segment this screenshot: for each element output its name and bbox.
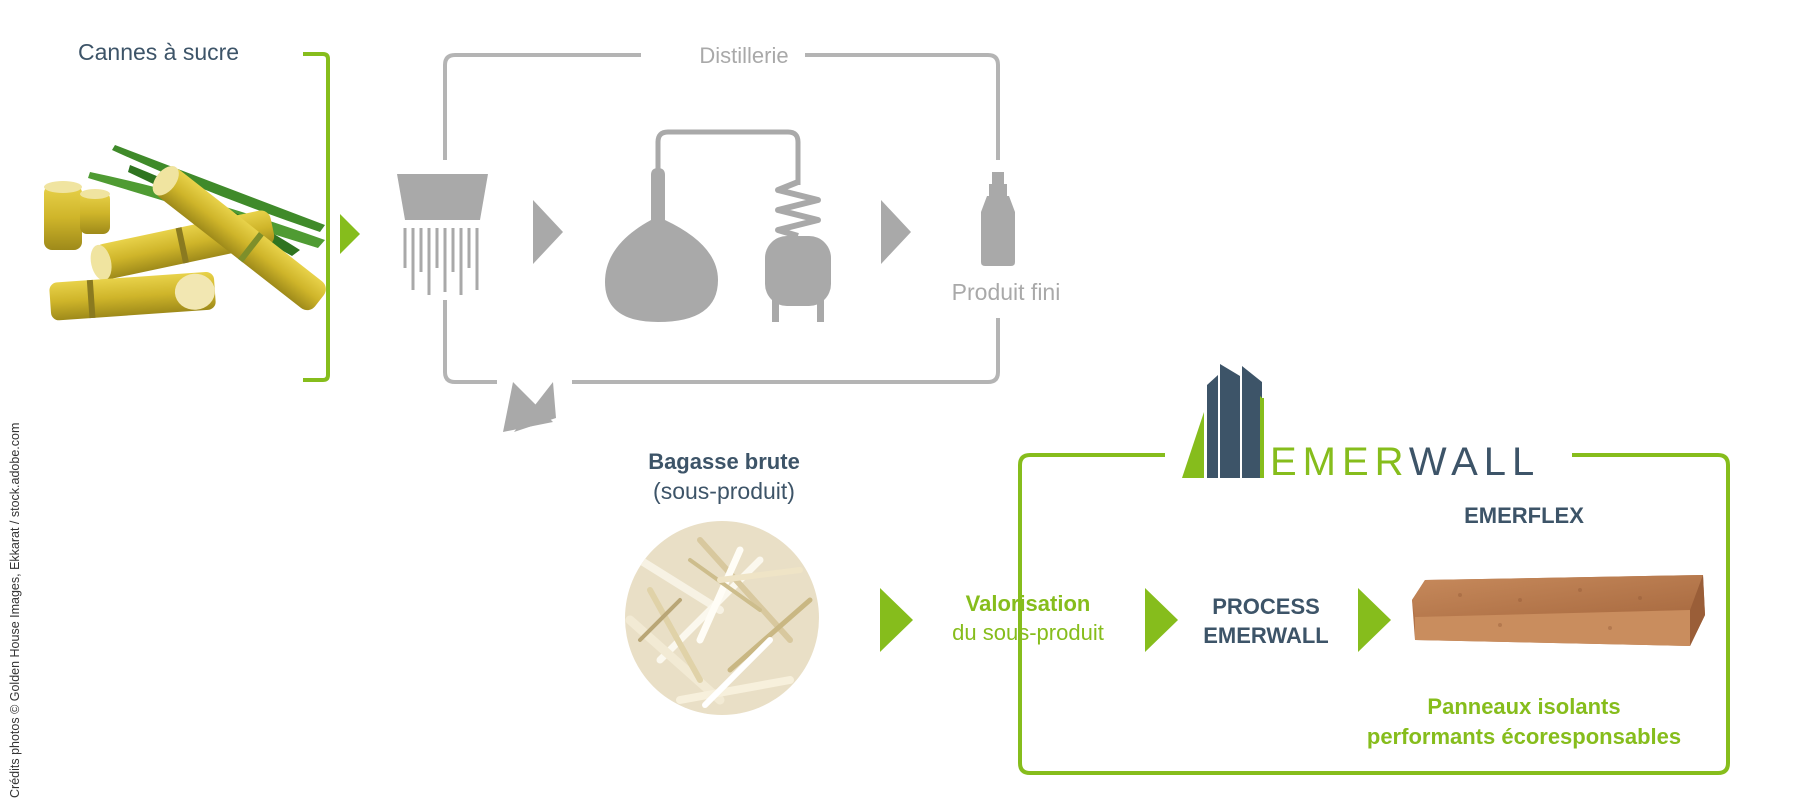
label-cannes: Cannes à sucre <box>78 39 240 65</box>
logo-part-emer: EMER <box>1270 440 1409 484</box>
emerwall-logo-buildings <box>1182 364 1264 478</box>
input-bracket <box>303 52 330 382</box>
label-produit-fini: Produit fini <box>951 279 1061 305</box>
label-bagasse-sub: (sous-produit) <box>653 478 795 504</box>
condenser-coil-icon <box>765 179 831 322</box>
bagasse-photo <box>625 521 819 715</box>
arrow-still-to-bottle <box>881 200 911 264</box>
sugarcane-photo <box>44 145 326 321</box>
label-panneaux-line2: performants écoresponsables <box>1366 724 1682 749</box>
arrow-crusher-to-still <box>533 200 563 264</box>
emerwall-frame <box>1018 453 1730 775</box>
crusher-icon <box>397 174 488 295</box>
label-valorisation-sub: du sous-produit <box>952 620 1104 645</box>
bottle-icon <box>981 172 1015 266</box>
label-valorisation-title: Valorisation <box>965 591 1091 616</box>
label-panneaux-line1: Panneaux isolants <box>1427 694 1621 719</box>
arrow-to-process <box>1145 588 1178 652</box>
insulation-panel-photo <box>1412 575 1705 646</box>
emerwall-logo-text: EMERWALL <box>1270 440 1540 485</box>
arrow-to-distillery <box>340 214 360 254</box>
distillery-frame <box>443 53 1000 384</box>
logo-part-wall: WALL <box>1408 440 1541 484</box>
arrow-to-valorisation <box>880 588 913 652</box>
label-process-line2: EMERWALL <box>1203 623 1329 648</box>
label-distillerie: Distillerie <box>699 43 789 68</box>
label-emerflex: EMERFLEX <box>1464 503 1584 528</box>
arrow-to-emerflex <box>1358 588 1391 652</box>
photo-credits: Crédits photos © Golden House Images, Ek… <box>8 422 22 798</box>
label-process-line1: PROCESS <box>1212 594 1320 619</box>
label-bagasse-title: Bagasse brute <box>648 449 800 474</box>
alembic-still-icon <box>605 129 801 322</box>
